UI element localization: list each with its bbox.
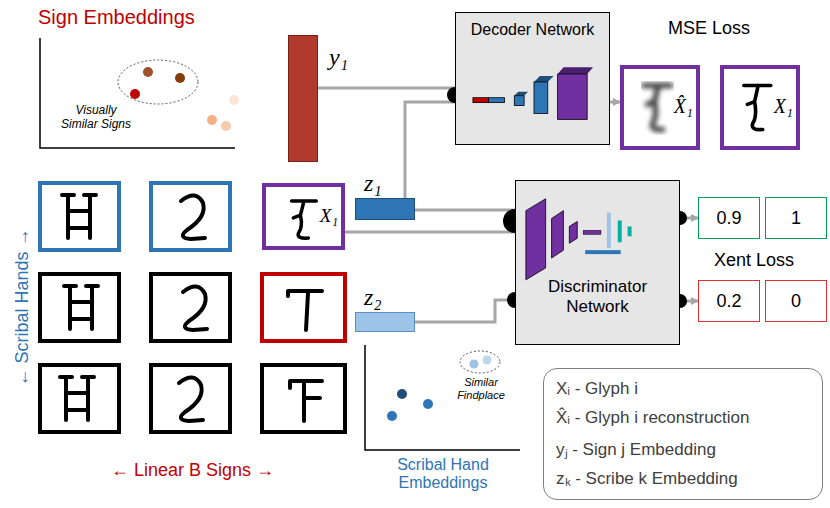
drawing-part bbox=[423, 399, 433, 409]
connector bbox=[610, 101, 620, 104]
axis-label: ← Scribal Hands → bbox=[12, 218, 33, 398]
drawing-part bbox=[40, 274, 119, 341]
axis-label: ← Linear B Signs → bbox=[40, 460, 345, 481]
target-glyph: X₁ bbox=[720, 65, 800, 150]
drawing-part bbox=[62, 195, 96, 238]
node-label: z₂ bbox=[364, 284, 382, 311]
node-label: X₁ bbox=[774, 95, 793, 118]
target-box: 1 bbox=[765, 197, 827, 239]
drawing-part bbox=[262, 365, 345, 432]
drawing-part bbox=[60, 377, 94, 420]
drawing-part bbox=[118, 60, 198, 104]
drawing-part bbox=[175, 73, 185, 83]
key-entry: zₖ - Scribe k Embedding bbox=[556, 466, 738, 489]
drawing-part bbox=[130, 89, 140, 99]
glyph-grid bbox=[40, 183, 345, 432]
node-label: z₁ bbox=[364, 170, 382, 197]
score-box: 0.9 bbox=[698, 197, 760, 239]
node-label: 0.2 bbox=[699, 291, 759, 312]
drawing-part bbox=[181, 195, 205, 239]
connector bbox=[405, 102, 455, 198]
drawing-part bbox=[229, 95, 239, 105]
decoder-box: Decoder Network bbox=[455, 12, 610, 145]
scribe-embedding-bar: z₂ bbox=[355, 312, 415, 332]
node-label: Decoder Network bbox=[456, 21, 609, 39]
target-box: 0 bbox=[765, 280, 827, 322]
section-title: Scribal Hand Embeddings bbox=[378, 456, 508, 493]
key-entry: yⱼ - Sign j Embedding bbox=[556, 437, 716, 460]
drawing-part bbox=[483, 356, 492, 365]
drawing-part bbox=[262, 274, 345, 341]
key-entry: X̂ᵢ - Glyph i reconstruction bbox=[556, 408, 750, 428]
reconstruction-glyph: X̂₁ bbox=[620, 65, 700, 150]
drawing-part bbox=[143, 67, 153, 77]
node-label: y₁ bbox=[329, 44, 348, 71]
drawing-part bbox=[183, 286, 207, 330]
drawing-part bbox=[179, 377, 203, 421]
node-label: 1 bbox=[766, 208, 826, 229]
node-label: 0 bbox=[766, 291, 826, 312]
drawing-part bbox=[470, 360, 479, 369]
loss-label: MSE Loss bbox=[668, 18, 750, 39]
connector bbox=[415, 300, 515, 322]
glyph-tile: X₁ bbox=[262, 183, 345, 250]
drawing-part bbox=[365, 345, 520, 450]
discriminator-box: Discriminator Network bbox=[515, 180, 680, 345]
loss-label: Xent Loss bbox=[714, 250, 794, 271]
drawing-part bbox=[387, 411, 397, 421]
drawing-part bbox=[40, 38, 235, 148]
drawing-part bbox=[151, 183, 230, 250]
sign-embedding-bar: y₁ bbox=[288, 35, 318, 162]
drawing-part bbox=[290, 381, 322, 421]
cluster-note: Visually Similar Signs bbox=[56, 104, 136, 132]
node-illustration bbox=[516, 181, 679, 344]
key-box: Xᵢ - Glyph i X̂ᵢ - Glyph i reconstruction… bbox=[543, 368, 823, 500]
drawing-part bbox=[40, 183, 119, 250]
node-label: X̂₁ bbox=[674, 95, 693, 118]
key-entry: Xᵢ - Glyph i bbox=[556, 379, 638, 399]
node-label: 0.9 bbox=[699, 208, 759, 229]
drawing-part bbox=[207, 115, 217, 125]
drawing-part bbox=[40, 365, 119, 432]
score-box: 0.2 bbox=[698, 280, 760, 322]
section-title: Sign Embeddings bbox=[38, 6, 195, 29]
sign-scatter bbox=[40, 38, 239, 148]
cluster-note: Similar Findplace bbox=[452, 376, 510, 401]
drawing-part bbox=[397, 389, 407, 399]
drawing-part bbox=[151, 274, 230, 341]
drawing-part bbox=[460, 351, 500, 373]
drawing-part bbox=[151, 365, 230, 432]
connector bbox=[345, 231, 515, 234]
drawing-part bbox=[221, 121, 231, 131]
node-label: Discriminator Network bbox=[522, 277, 673, 317]
drawing-part bbox=[288, 291, 322, 330]
connector bbox=[415, 209, 515, 212]
drawing-part bbox=[64, 286, 98, 329]
node-label: X₁ bbox=[320, 205, 338, 227]
scribe-embedding-bar: z₁ bbox=[355, 198, 415, 220]
connector bbox=[318, 87, 455, 90]
scribe-scatter bbox=[365, 345, 520, 450]
